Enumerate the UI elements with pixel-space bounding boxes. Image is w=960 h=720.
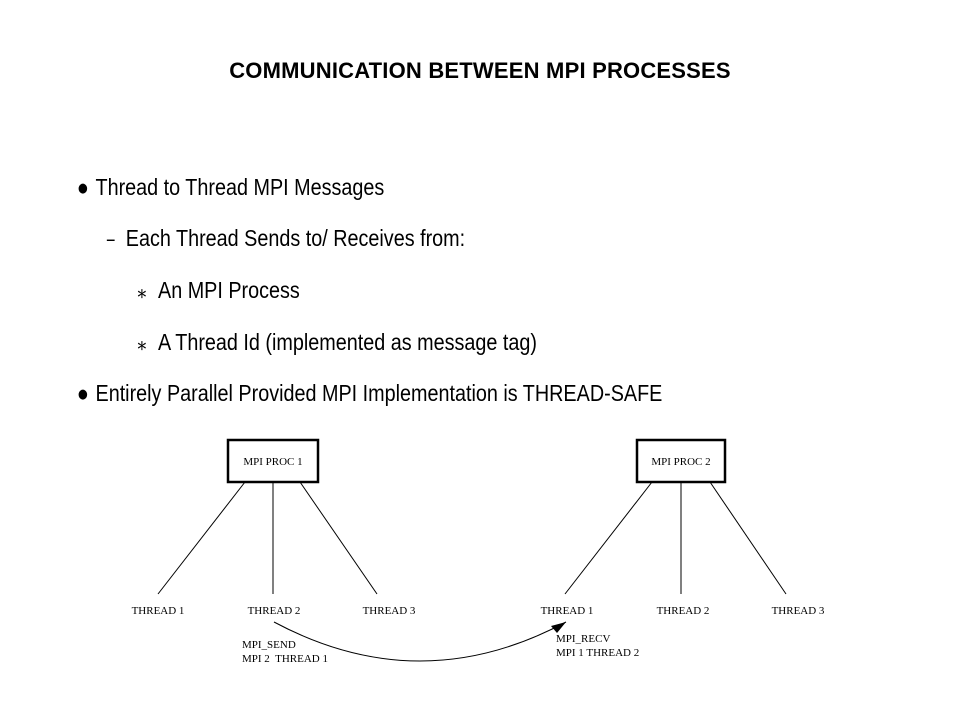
proc2-thread2-label: THREAD 2	[657, 605, 710, 617]
arrowhead-icon	[551, 622, 566, 633]
bullet-thread-safe: ● Entirely Parallel Provided MPI Implemen…	[78, 379, 662, 409]
sub-bullet-sends-receives: –Each Thread Sends to/ Receives from:	[106, 224, 465, 254]
slide-title: COMMUNICATION BETWEEN MPI PROCESSES	[229, 58, 731, 83]
mpi-proc-1-box	[226, 438, 320, 484]
message-arc	[273, 621, 567, 662]
mpi-proc-2-box	[635, 438, 727, 484]
asterisk-icon: ∗	[136, 333, 148, 357]
mpi-proc-2-label: MPI PROC 2	[651, 456, 710, 468]
asterisk-icon: ∗	[136, 281, 148, 305]
bullet-text: Entirely Parallel Provided MPI Implement…	[95, 380, 663, 406]
bullet-text: Thread to Thread MPI Messages	[95, 174, 385, 200]
sub-sub-bullet-thread-id: ∗ A Thread Id (implemented as message tag…	[136, 328, 537, 359]
proc1-thread3-link	[299, 481, 378, 595]
recv-label-line2: MPI 1 THREAD 2	[556, 647, 639, 659]
sub-sub-bullet-text: An MPI Process	[158, 277, 300, 303]
bullet-thread-to-thread: ● Thread to Thread MPI Messages	[78, 173, 384, 203]
dash-icon: –	[106, 227, 116, 252]
mpi-proc-1-label: MPI PROC 1	[243, 456, 302, 468]
send-label-line2: MPI 2 THREAD 1	[242, 653, 328, 665]
proc1-thread3-label: THREAD 3	[363, 605, 416, 617]
proc1-thread2-label: THREAD 2	[248, 605, 301, 617]
mpi-proc-1-group: MPI PROC 1 THREAD 1 THREAD 2 THREAD 3	[132, 438, 416, 617]
proc2-thread3-label: THREAD 3	[772, 605, 825, 617]
sub-sub-bullet-mpi-process: ∗ An MPI Process	[136, 276, 300, 307]
bullet-dot-icon: ●	[78, 387, 88, 402]
proc2-thread1-label: THREAD 1	[541, 605, 594, 617]
proc1-thread1-label: THREAD 1	[132, 605, 185, 617]
mpi-proc-2-group: MPI PROC 2 THREAD 1 THREAD 2 THREAD 3	[541, 438, 825, 617]
send-label-line1: MPI_SEND	[242, 639, 296, 651]
sub-sub-bullet-text: A Thread Id (implemented as message tag)	[158, 329, 537, 355]
message-arrow-group	[273, 621, 567, 662]
recv-label-line1: MPI_RECV	[556, 633, 610, 645]
proc2-thread1-link	[564, 481, 653, 595]
bullet-dot-icon: ●	[78, 181, 88, 196]
proc1-thread1-link	[157, 481, 246, 595]
proc2-thread3-link	[709, 481, 787, 595]
sub-bullet-text: Each Thread Sends to/ Receives from:	[125, 225, 466, 251]
